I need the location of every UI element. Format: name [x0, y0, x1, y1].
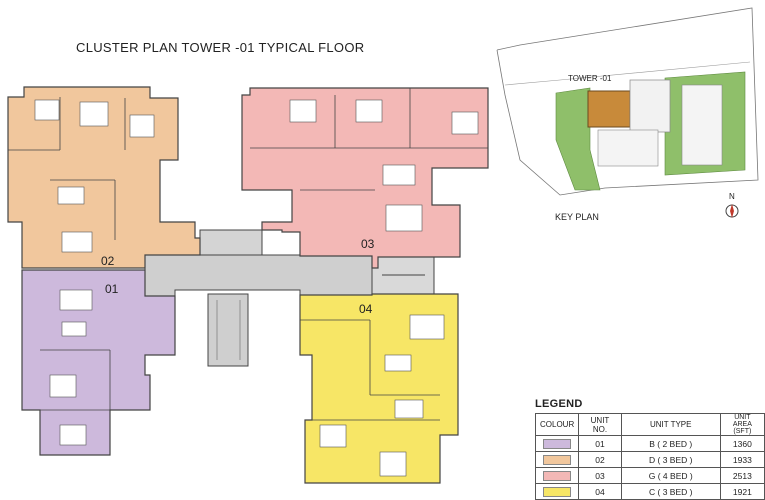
legend-header-row: COLOUR UNIT NO. UNIT TYPE UNIT AREA (SFT…: [534, 413, 765, 436]
table-row: 03 G ( 4 BED ) 2513: [534, 467, 765, 484]
unit-01-plan: 01: [21, 269, 176, 456]
legend-header-unit-area-label: UNIT AREA: [732, 414, 752, 428]
legend-swatch-cell: [534, 435, 580, 452]
legend-header-unit-area: UNIT AREA (SFT): [719, 413, 765, 436]
legend-unit-area: 1933: [719, 451, 765, 468]
legend-unit-no: 02: [578, 451, 622, 468]
legend-unit-no: 03: [578, 467, 622, 484]
unit-03-plan: 03: [241, 87, 489, 269]
legend-header-colour: COLOUR: [534, 413, 580, 436]
legend-header-unit-no: UNIT NO.: [578, 413, 622, 436]
legend-title: LEGEND: [535, 398, 583, 410]
unit-02-label: 02: [101, 254, 115, 268]
colour-swatch: [543, 438, 572, 449]
unit-03-label: 03: [361, 237, 375, 251]
north-label: N: [729, 192, 735, 201]
unit-01-label: 01: [105, 282, 119, 296]
legend-header-unit-area-sub: (SFT): [733, 428, 752, 435]
key-plan-label: KEY PLAN: [555, 212, 599, 222]
page-title: CLUSTER PLAN TOWER -01 TYPICAL FLOOR: [76, 40, 365, 55]
common-core: [144, 229, 435, 367]
key-plan-map: [496, 7, 759, 196]
compass-icon: [725, 204, 739, 218]
legend-unit-type: B ( 2 BED ): [620, 435, 721, 452]
legend-unit-type: D ( 3 BED ): [620, 451, 721, 468]
table-row: 02 D ( 3 BED ) 1933: [534, 451, 765, 468]
unit-02-plan: 02: [7, 86, 201, 269]
unit-04-label: 04: [359, 302, 373, 316]
legend-unit-area: 2513: [719, 467, 765, 484]
colour-swatch: [543, 470, 572, 481]
legend-table: COLOUR UNIT NO. UNIT TYPE UNIT AREA (SFT…: [534, 413, 765, 500]
legend-swatch-cell: [534, 467, 580, 484]
unit-04-plan: 04: [299, 293, 459, 484]
colour-swatch: [543, 454, 572, 465]
table-row: 01 B ( 2 BED ) 1360: [534, 435, 765, 452]
key-plan-tower-label: TOWER -01: [568, 74, 612, 83]
legend-unit-area: 1360: [719, 435, 765, 452]
legend-swatch-cell: [534, 451, 580, 468]
legend-unit-no: 01: [578, 435, 622, 452]
legend-unit-type: G ( 4 BED ): [620, 467, 721, 484]
legend-header-unit-type: UNIT TYPE: [620, 413, 721, 436]
